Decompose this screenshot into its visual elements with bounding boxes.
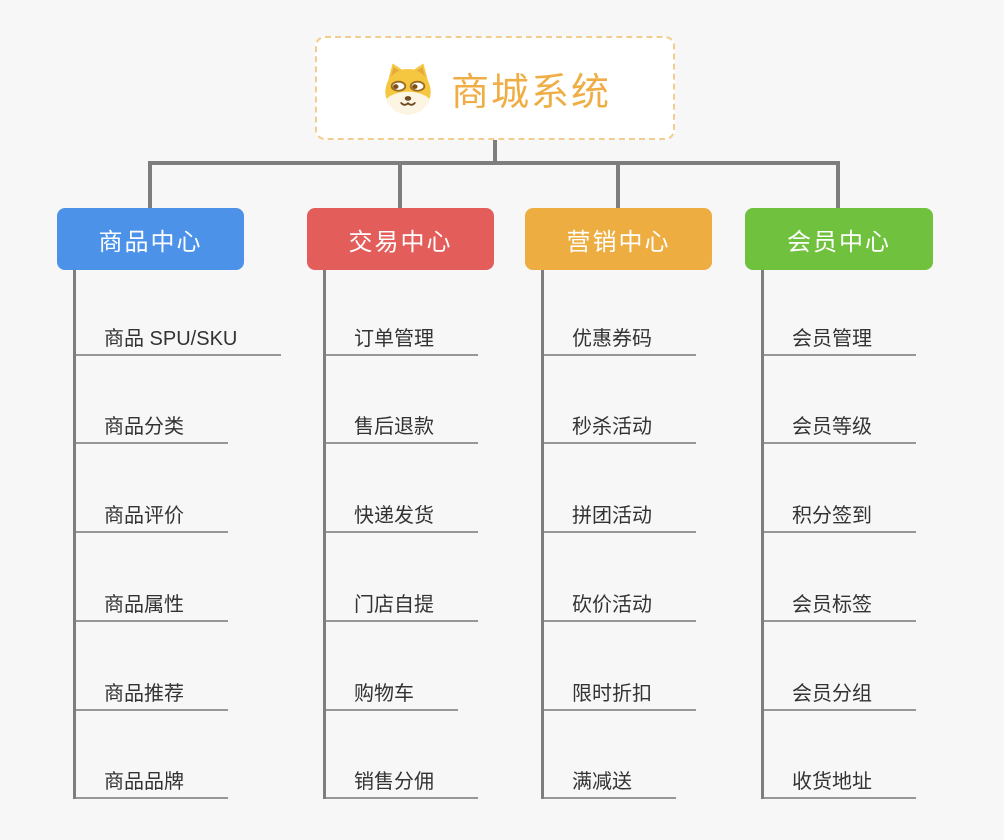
branch-trunk-trade: 订单管理 售后退款 快递发货 门店自提 购物车 销售分佣 xyxy=(323,270,478,799)
topic-item[interactable]: 会员等级 xyxy=(764,404,916,444)
branch-node-marketing-center[interactable]: 营销中心 xyxy=(525,208,712,270)
branch-trunk-marketing: 优惠券码 秒杀活动 拼团活动 砍价活动 限时折扣 满减送 xyxy=(541,270,696,799)
topic-item[interactable]: 商品推荐 xyxy=(76,671,228,711)
root-node-mall-system[interactable]: 商城系统 xyxy=(315,36,675,140)
topic-item[interactable]: 拼团活动 xyxy=(544,493,696,533)
connector-drop-product xyxy=(148,163,152,208)
shiba-dog-icon xyxy=(379,59,437,117)
topic-item[interactable]: 快递发货 xyxy=(326,493,478,533)
connector-root-vertical xyxy=(493,140,497,165)
connector-drop-member xyxy=(836,163,840,208)
topic-item[interactable]: 商品分类 xyxy=(76,404,228,444)
topic-item[interactable]: 商品评价 xyxy=(76,493,228,533)
topic-item[interactable]: 销售分佣 xyxy=(326,759,478,799)
connector-drop-trade xyxy=(398,163,402,208)
topic-item[interactable]: 限时折扣 xyxy=(544,671,696,711)
topic-item[interactable]: 优惠券码 xyxy=(544,316,696,356)
branch-trunk-member: 会员管理 会员等级 积分签到 会员标签 会员分组 收货地址 xyxy=(761,270,916,799)
topic-item[interactable]: 售后退款 xyxy=(326,404,478,444)
topic-item[interactable]: 会员标签 xyxy=(764,582,916,622)
branch-node-member-center[interactable]: 会员中心 xyxy=(745,208,933,270)
topic-item[interactable]: 商品属性 xyxy=(76,582,228,622)
topic-item[interactable]: 积分签到 xyxy=(764,493,916,533)
topic-item[interactable]: 购物车 xyxy=(326,671,458,711)
topic-item[interactable]: 会员分组 xyxy=(764,671,916,711)
root-title: 商城系统 xyxy=(450,71,611,114)
connector-horizontal-bus xyxy=(148,161,840,165)
branch-node-product-center[interactable]: 商品中心 xyxy=(57,208,244,270)
topic-item[interactable]: 门店自提 xyxy=(326,582,478,622)
topic-item[interactable]: 会员管理 xyxy=(764,316,916,356)
topic-item[interactable]: 满减送 xyxy=(544,759,676,799)
branch-trunk-product: 商品 SPU/SKU 商品分类 商品评价 商品属性 商品推荐 商品品牌 xyxy=(73,270,282,799)
topic-item[interactable]: 商品 SPU/SKU xyxy=(76,316,282,356)
branch-node-trade-center[interactable]: 交易中心 xyxy=(307,208,494,270)
topic-item[interactable]: 砍价活动 xyxy=(544,582,696,622)
topic-item[interactable]: 商品品牌 xyxy=(76,759,228,799)
topic-item[interactable]: 秒杀活动 xyxy=(544,404,696,444)
connector-drop-marketing xyxy=(616,163,620,208)
topic-item[interactable]: 订单管理 xyxy=(326,316,478,356)
topic-item[interactable]: 收货地址 xyxy=(764,759,916,799)
